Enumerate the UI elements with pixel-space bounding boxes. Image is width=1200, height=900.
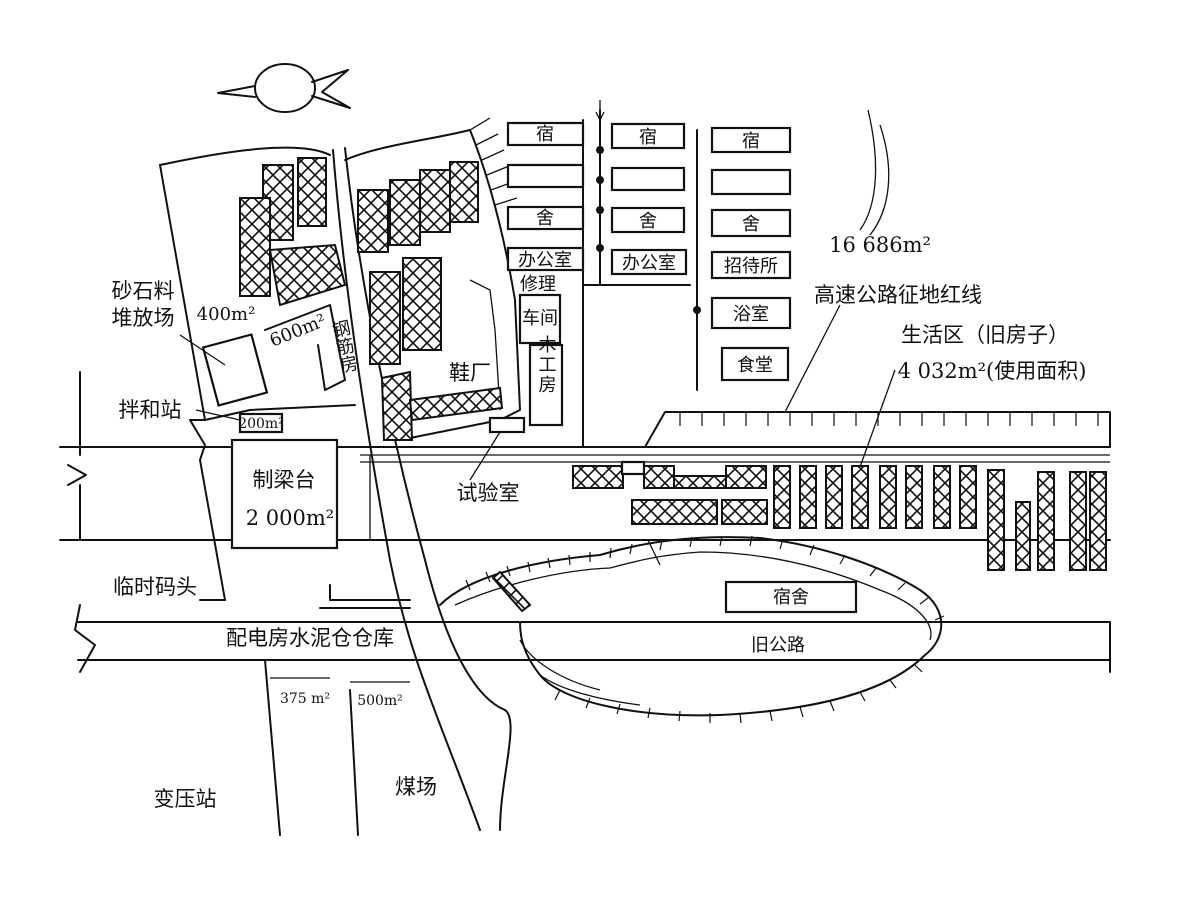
embankment-ticks: [465, 535, 945, 724]
complex-corridor: [582, 109, 601, 448]
label-sand-area: 400m²: [197, 304, 256, 325]
label-living-area-size: 4 032m²(使用面积): [898, 359, 1087, 383]
access-road-east: [344, 147, 512, 831]
dorm-block: [710, 168, 792, 196]
sand-yard-box: [201, 333, 269, 407]
living-area-blocks: [572, 460, 1107, 571]
red-line-contour-inner: [859, 109, 877, 231]
label-dorm-2: 宿: [639, 127, 657, 148]
living-area-leader: [859, 369, 896, 468]
left-yard-lower-edge: [204, 404, 356, 421]
embankment-outer: [439, 536, 943, 717]
label-sand-1: 砂石料: [112, 279, 175, 303]
label-office-1: 办公室: [518, 250, 572, 271]
label-sand-2: 堆放场: [112, 306, 175, 330]
label-canteen: 食堂: [737, 355, 773, 376]
label-she-3: 舍: [742, 214, 760, 235]
label-repair: 修理: [520, 274, 556, 295]
central-yard-inner: [469, 279, 501, 411]
red-line-ticks: [679, 412, 1099, 426]
sand-yard-leader: [179, 334, 226, 366]
label-lot-375: 375 m²: [280, 691, 330, 707]
temporary-pier: [319, 584, 411, 609]
label-mixing-area: 200m²: [238, 416, 284, 432]
label-old-road: 旧公路: [751, 635, 805, 656]
central-yard-ticks: [469, 117, 518, 206]
hatched-building: [268, 243, 347, 307]
dorm-block: [710, 208, 792, 238]
office-block: [506, 246, 585, 272]
dorm-block: [610, 166, 686, 192]
label-power-cement-storage: 配电房水泥仓仓库: [226, 626, 394, 650]
label-lab: 试验室: [457, 481, 520, 505]
central-yard-outline: [344, 129, 521, 441]
hatched-building: [419, 169, 451, 233]
carpentry-block: [528, 343, 564, 427]
label-coal-yard: 煤场: [395, 775, 437, 799]
embankment-inner: [454, 551, 932, 641]
guesthouse-block: [710, 250, 792, 280]
label-beam-yard-area: 2 000m²: [246, 506, 334, 530]
canteen-block: [720, 346, 790, 382]
label-transformer: 变压站: [154, 787, 217, 811]
compass-icon: [217, 63, 351, 113]
label-living-area: 生活区（旧房子）: [901, 323, 1069, 347]
label-guesthouse: 招待所: [724, 256, 778, 277]
red-line-strip: [644, 411, 1111, 448]
lot-divider: [264, 659, 281, 836]
label-dorm-3: 宿: [742, 131, 760, 152]
red-line-leader: [784, 304, 841, 413]
bridge-hatch: [491, 570, 532, 613]
label-shoe-factory: 鞋厂: [449, 361, 491, 385]
dorm-block: [506, 163, 585, 189]
label-area-16686: 16 686m²: [829, 233, 931, 257]
dorm-bottom-box: [724, 580, 858, 614]
lab-leader: [469, 431, 501, 481]
office-block: [610, 248, 688, 276]
dorm-block: [710, 126, 792, 154]
hatched-building: [449, 161, 479, 223]
rebar-shed-outline: [264, 304, 346, 391]
lot-dimension-lines: [270, 677, 410, 683]
mixing-station-leader: [195, 409, 241, 421]
label-carpentry: 木工房: [536, 335, 557, 395]
lot-divider: [349, 689, 359, 836]
dorm-block: [506, 121, 585, 147]
old-road: [74, 604, 1111, 673]
dorm-block: [610, 206, 686, 234]
hatched-building: [380, 370, 414, 441]
label-bathhouse: 浴室: [733, 304, 769, 325]
repair-shop-block: [518, 293, 562, 345]
red-line-contour: [869, 124, 890, 236]
beam-yard-box: [230, 438, 339, 550]
label-she-2: 舍: [639, 211, 657, 232]
hatched-building: [357, 189, 389, 253]
left-yard-top: [159, 146, 331, 166]
label-beam-yard: 制梁台: [253, 468, 316, 492]
hatched-building: [297, 157, 327, 227]
label-dorm-1: 宿: [536, 124, 554, 145]
mixing-station-box: [238, 412, 284, 434]
hatched-building: [402, 257, 442, 351]
lab-block: [488, 416, 526, 434]
hatched-building: [369, 271, 401, 365]
dorm-block: [506, 205, 585, 231]
hatched-building: [389, 179, 421, 246]
label-workshop: 车间: [522, 308, 558, 329]
label-office-2: 办公室: [622, 253, 676, 274]
hatched-building: [408, 386, 504, 422]
dorm-block: [610, 122, 686, 150]
label-she-1: 舍: [536, 208, 554, 229]
hatched-building: [239, 197, 271, 297]
label-mixing-station: 拌和站: [119, 398, 182, 422]
bathhouse-block: [710, 296, 792, 330]
label-temporary-pier: 临时码头: [113, 575, 197, 599]
label-dorm-bottom: 宿舍: [773, 587, 809, 608]
access-road-west: [332, 149, 481, 831]
label-lot-500: 500m²: [357, 693, 403, 709]
label-red-line: 高速公路征地红线: [814, 283, 982, 307]
